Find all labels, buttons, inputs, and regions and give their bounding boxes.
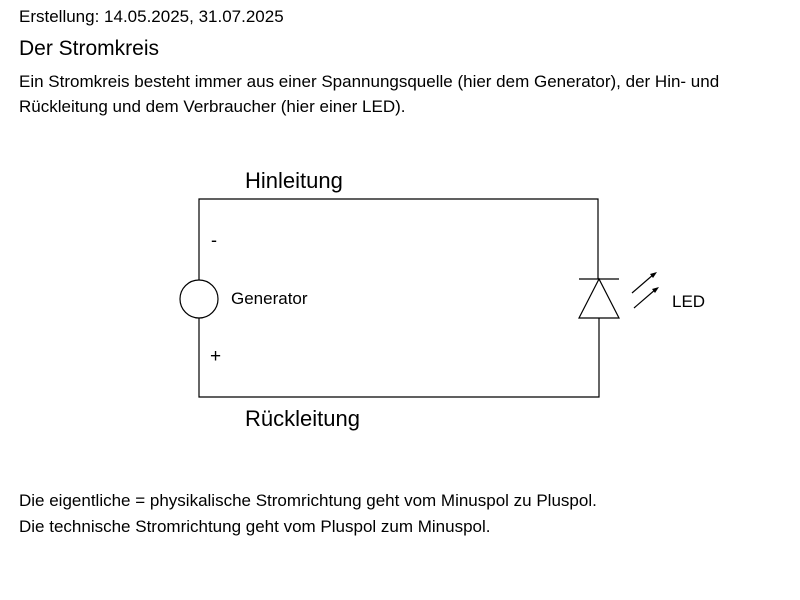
led-diode-triangle [578, 277, 620, 319]
light-arrow-icon [633, 288, 657, 309]
footer-text: Die eigentliche = physikalische Stromric… [19, 488, 597, 540]
label-hinleitung: Hinleitung [245, 168, 343, 193]
circuit-wire [198, 198, 600, 398]
footer-line-2: Die technische Stromrichtung geht vom Pl… [19, 517, 491, 536]
creation-date: Erstellung: 14.05.2025, 31.07.2025 [19, 7, 284, 26]
page-title: Der Stromkreis [19, 37, 160, 60]
intro-text: Ein Stromkreis besteht immer aus einer S… [19, 72, 720, 116]
generator-symbol [179, 279, 219, 319]
footer-line-1: Die eigentliche = physikalische Stromric… [19, 491, 597, 510]
light-arrow-icon [631, 273, 655, 294]
generator-label: Generator [231, 289, 308, 308]
plus-pole-label: + [210, 346, 222, 367]
minus-pole-label: - [211, 230, 217, 250]
label-rueckleitung: Rückleitung [245, 406, 360, 431]
led-label: LED [672, 292, 706, 311]
